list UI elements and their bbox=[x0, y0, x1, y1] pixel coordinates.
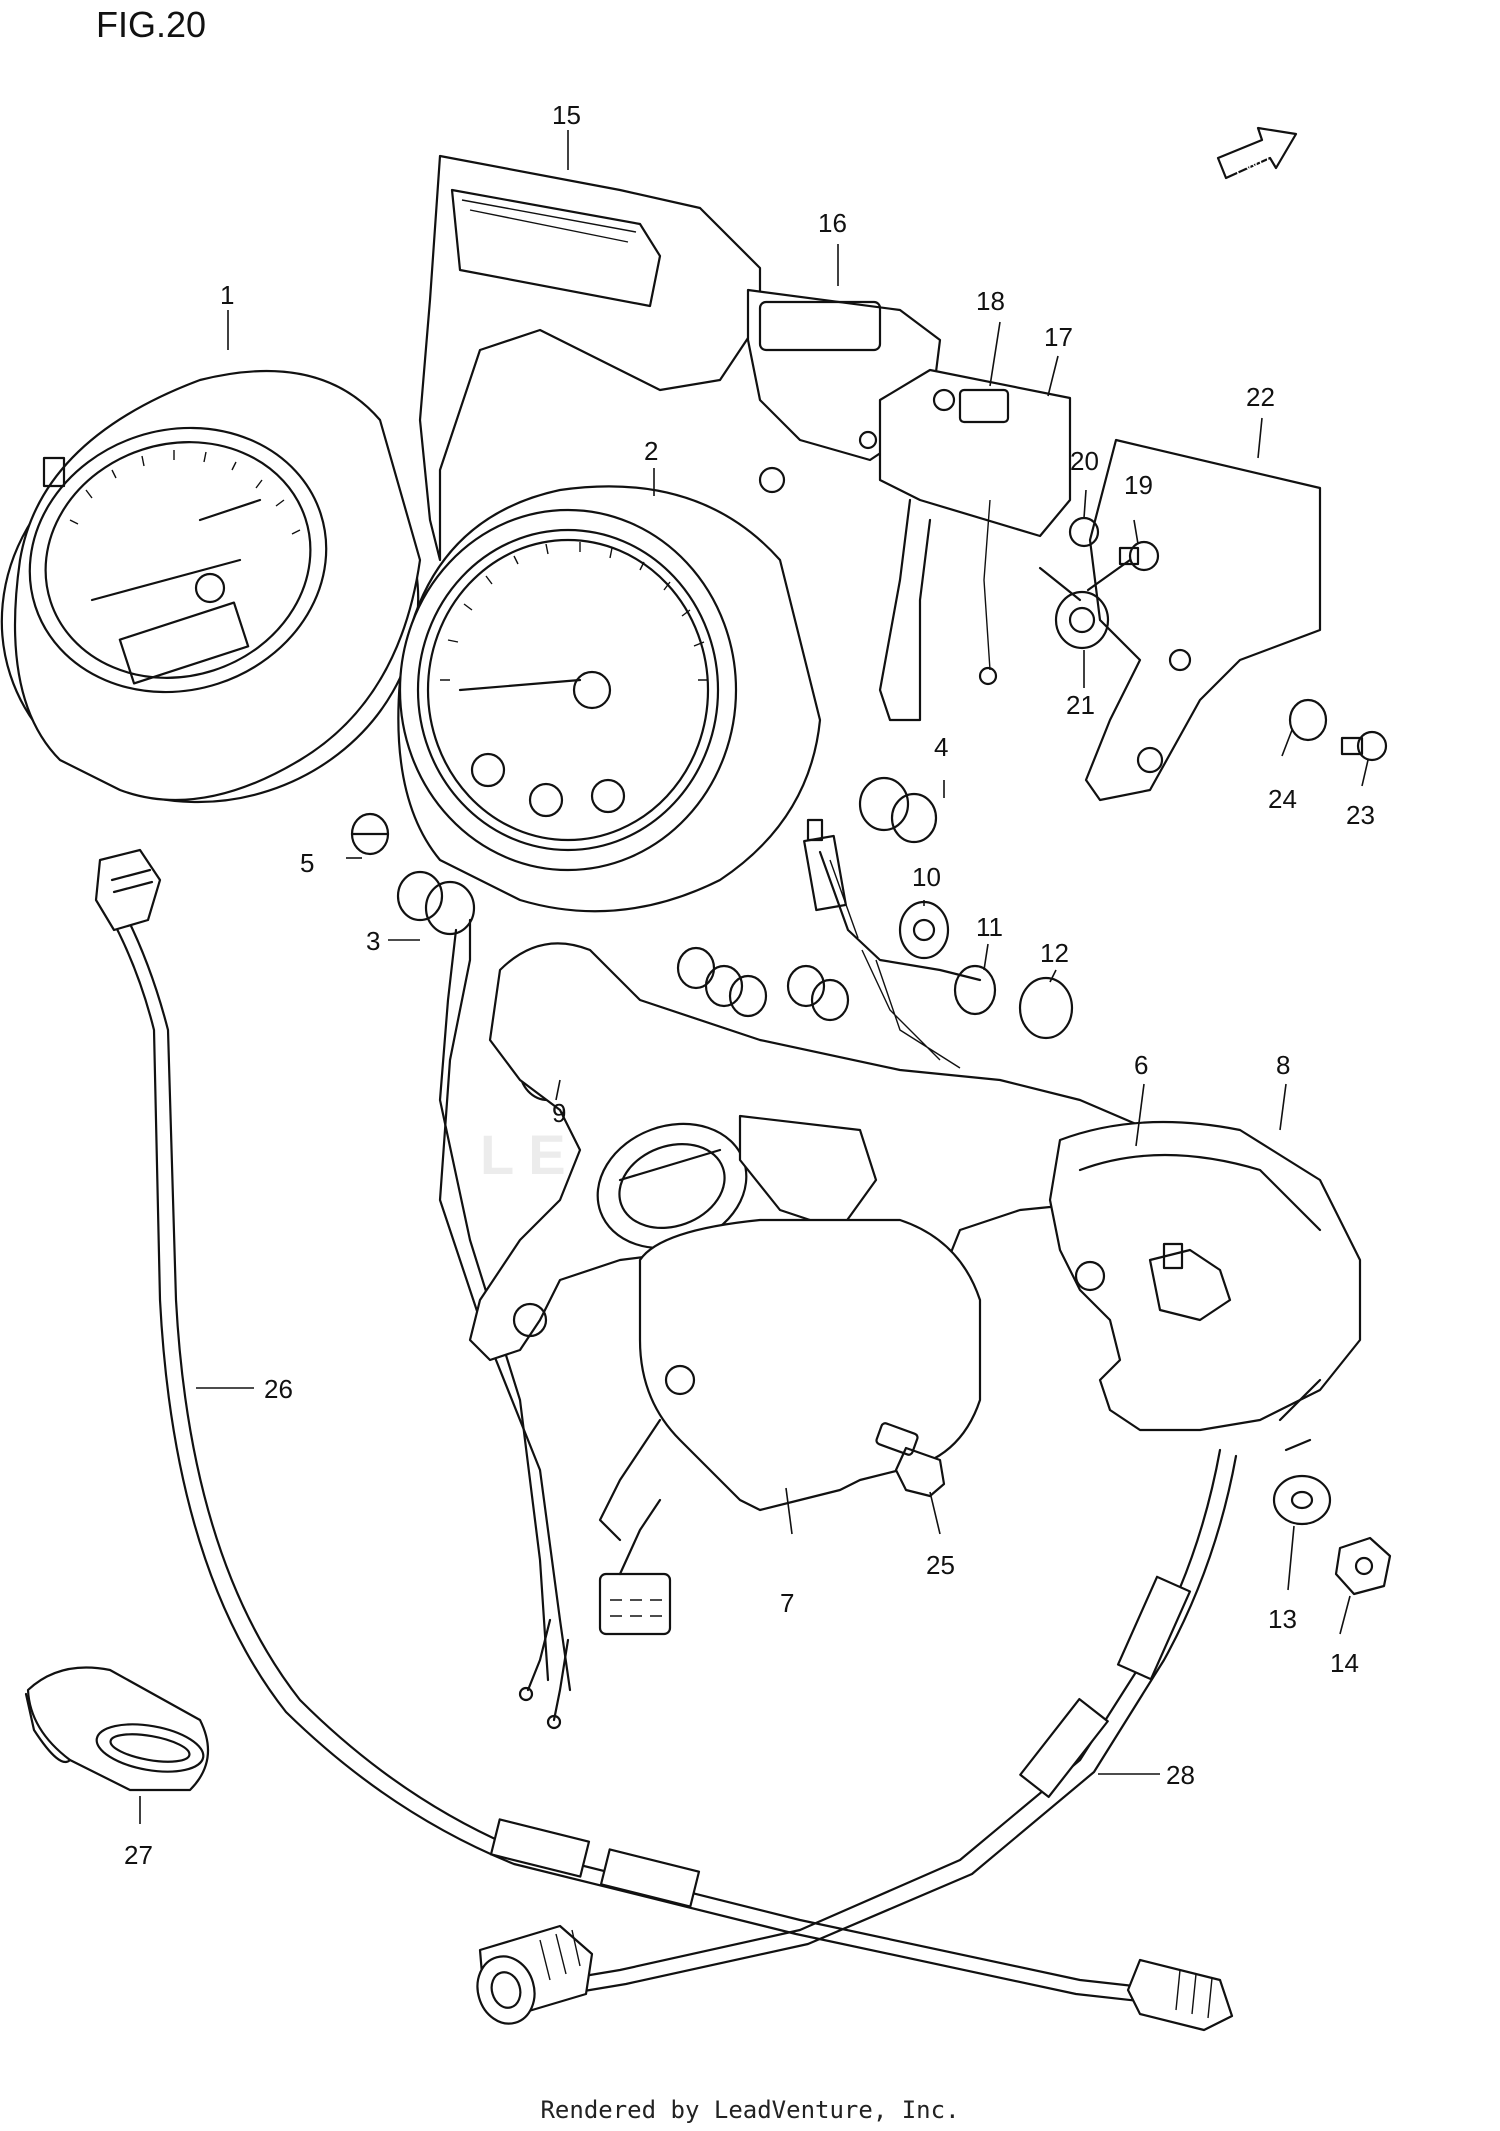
callout-6: 6 bbox=[1134, 1050, 1148, 1080]
leader-lines bbox=[139, 130, 1369, 1824]
callout-3: 3 bbox=[366, 926, 380, 956]
callout-20: 20 bbox=[1070, 446, 1099, 476]
callout-19: 19 bbox=[1124, 470, 1153, 500]
right-bracket-part bbox=[1084, 438, 1322, 802]
callout-23: 23 bbox=[1346, 800, 1375, 830]
callout-13: 13 bbox=[1268, 1604, 1297, 1634]
grommet-group-part bbox=[1038, 516, 1388, 762]
fasteners-part bbox=[875, 1378, 1392, 1596]
callout-10: 10 bbox=[912, 862, 941, 892]
callout-12: 12 bbox=[1040, 938, 1069, 968]
callout-16: 16 bbox=[818, 208, 847, 238]
tachometer-part bbox=[397, 485, 824, 913]
callout-14: 14 bbox=[1330, 1648, 1359, 1678]
upper-cover-part bbox=[418, 154, 762, 562]
fwd-label: FWD bbox=[1232, 150, 1272, 179]
cable-grommet-part bbox=[24, 1666, 210, 1792]
callout-9: 9 bbox=[552, 1098, 566, 1128]
callout-18: 18 bbox=[976, 286, 1005, 316]
fwd-arrow-icon: FWD bbox=[1216, 126, 1298, 180]
callout-5: 5 bbox=[300, 848, 314, 878]
callout-1: 1 bbox=[220, 280, 234, 310]
callout-17: 17 bbox=[1044, 322, 1073, 352]
switch-assembly-part bbox=[878, 368, 1072, 722]
callout-2: 2 bbox=[644, 436, 658, 466]
callout-8: 8 bbox=[1276, 1050, 1290, 1080]
right-case-part bbox=[1048, 1120, 1362, 1432]
callout-7: 7 bbox=[780, 1588, 794, 1618]
footer-credit: Rendered by LeadVenture, Inc. bbox=[540, 2096, 960, 2124]
tachometer-cable-part bbox=[476, 1448, 1238, 2025]
speedometer-cable-part bbox=[94, 848, 1234, 2032]
callout-26: 26 bbox=[264, 1374, 293, 1404]
meter-case-part bbox=[518, 1218, 982, 1730]
callout-21: 21 bbox=[1066, 690, 1095, 720]
callout-25: 25 bbox=[926, 1550, 955, 1580]
callout-27: 27 bbox=[124, 1840, 153, 1870]
callout-22: 22 bbox=[1246, 382, 1275, 412]
callout-labels: 1 2 3 4 5 6 7 8 9 10 11 12 13 14 15 16 1… bbox=[124, 100, 1375, 1870]
callout-11: 11 bbox=[976, 912, 1003, 942]
callout-28: 28 bbox=[1166, 1760, 1195, 1790]
speedometer-part bbox=[0, 370, 422, 804]
figure-title: FIG.20 bbox=[96, 4, 207, 45]
callout-4: 4 bbox=[934, 732, 948, 762]
callout-24: 24 bbox=[1268, 784, 1297, 814]
callout-15: 15 bbox=[552, 100, 581, 130]
